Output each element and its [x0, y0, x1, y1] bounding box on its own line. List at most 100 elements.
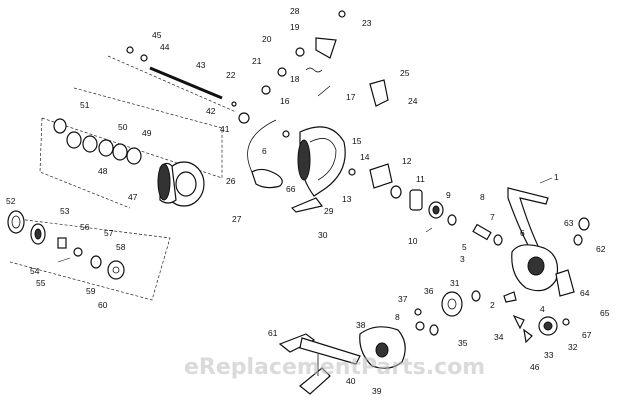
callout-15: 15: [352, 136, 362, 146]
washer-41: [238, 112, 250, 124]
drive-train-parts: [348, 163, 457, 233]
callout-11: 11: [416, 174, 425, 184]
washer-8b: [415, 321, 425, 331]
callout-32: 32: [568, 342, 578, 352]
callout-67: 67: [582, 330, 592, 340]
roller-washer-20: [295, 47, 305, 57]
line-roller-arm: [315, 37, 337, 59]
bail-wire: [247, 119, 277, 177]
reel-body: [507, 187, 575, 297]
callout-65: 65: [600, 308, 610, 318]
callout-39: 39: [372, 386, 382, 396]
callout-1: 1: [554, 172, 559, 182]
spool-group-outline: [39, 87, 223, 209]
callout-53: 53: [60, 206, 70, 216]
crank-handle: [278, 333, 361, 395]
bail-trip: [290, 197, 324, 213]
part-62: [573, 234, 583, 246]
roller-washer-21: [277, 67, 287, 77]
washer-44: [140, 54, 148, 62]
callout-27: 27: [232, 214, 242, 224]
callout-3: 3: [460, 254, 465, 264]
side-cover: [359, 326, 406, 369]
callout-66: 66: [286, 184, 296, 194]
callout-43: 43: [196, 60, 206, 70]
callout-51: 51: [80, 100, 90, 110]
bail-wire-16: [317, 85, 331, 97]
callout-20: 20: [262, 34, 272, 44]
callout-5: 5: [462, 242, 467, 252]
callout-41: 41: [220, 124, 230, 134]
callout-35: 35: [458, 338, 468, 348]
callout-46: 46: [530, 362, 540, 372]
part-6-washer: [282, 130, 290, 138]
callout-29: 29: [324, 206, 334, 216]
callout-57: 57: [104, 228, 114, 238]
washer-9b: [429, 324, 439, 336]
roller-washer-22: [261, 85, 271, 95]
main-gear-parts: [414, 290, 517, 317]
callout-47: 47: [128, 192, 138, 202]
callout-10: 10: [408, 236, 418, 246]
callout-8b: 8: [395, 312, 400, 322]
callout-34: 34: [494, 332, 504, 342]
callout-52: 52: [6, 196, 16, 206]
watermark: eReplacementParts.com: [184, 355, 485, 380]
callout-4: 4: [540, 304, 545, 314]
callout-45: 45: [152, 30, 162, 40]
callout-8a: 8: [480, 192, 485, 202]
callout-24: 24: [408, 96, 418, 106]
bail-arm: [251, 168, 283, 189]
rotor: [297, 126, 346, 197]
part-63: [578, 217, 590, 231]
callout-31: 31: [450, 278, 460, 288]
callout-42: 42: [206, 106, 216, 116]
callout-28: 28: [290, 6, 300, 16]
washer-42: [231, 101, 237, 107]
callout-60: 60: [98, 300, 108, 310]
anti-reverse-parts: [512, 314, 570, 344]
handle-knob-parts: [7, 210, 125, 280]
callout-54: 54: [30, 266, 40, 276]
callout-22: 22: [226, 70, 236, 80]
callout-40: 40: [346, 376, 356, 386]
bail-cover-24: [369, 79, 389, 107]
callout-6b: 6: [520, 228, 525, 238]
callout-49: 49: [142, 128, 152, 138]
callout-44: 44: [160, 42, 170, 52]
callout-61: 61: [268, 328, 278, 338]
callout-25: 25: [400, 68, 410, 78]
callout-19: 19: [290, 22, 300, 32]
callout-56: 56: [80, 222, 90, 232]
callout-2: 2: [490, 300, 495, 310]
callout-21: 21: [252, 56, 262, 66]
spool: [157, 161, 205, 207]
callout-58: 58: [116, 242, 126, 252]
drag-washer-stack: [53, 118, 142, 165]
callout-7: 7: [490, 212, 495, 222]
callout-12: 12: [402, 156, 412, 166]
callout-48: 48: [98, 166, 108, 176]
callout-30: 30: [318, 230, 328, 240]
callout-55: 55: [36, 278, 46, 288]
callout-64: 64: [580, 288, 590, 298]
callout-37: 37: [398, 294, 408, 304]
shaft-outline: [107, 55, 237, 113]
bail-spring: [305, 67, 323, 73]
callout-63: 63: [564, 218, 574, 228]
callout-33: 33: [544, 350, 554, 360]
callout-59: 59: [86, 286, 96, 296]
callout-62: 62: [596, 244, 606, 254]
callout-14: 14: [360, 152, 370, 162]
washer-45: [126, 46, 134, 54]
callout-labels: 1 2 3 4 5 6 6 7 8 8 9 10 11 12 13 14 15 …: [6, 6, 610, 396]
callout-38: 38: [356, 320, 366, 330]
pinion-gear: [472, 223, 503, 246]
callout-50: 50: [118, 122, 128, 132]
callout-23: 23: [362, 18, 372, 28]
callout-36: 36: [424, 286, 434, 296]
callout-13: 13: [342, 194, 352, 204]
callout-16: 16: [280, 96, 290, 106]
